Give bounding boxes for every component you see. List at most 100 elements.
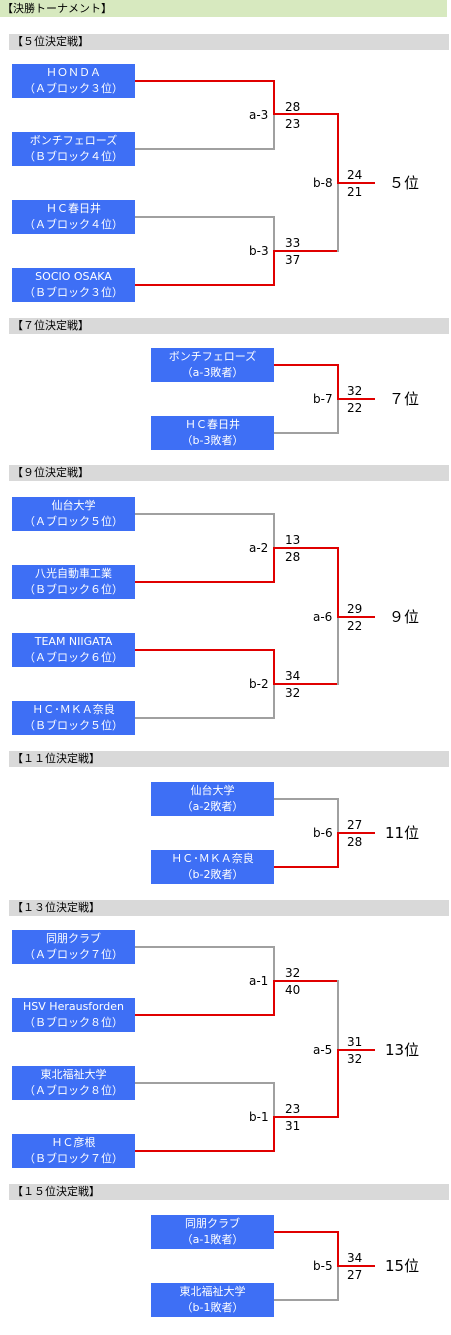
bracket-line — [273, 80, 275, 114]
final-rank: 13位 — [385, 1041, 420, 1059]
match-code: b-7 — [313, 392, 333, 406]
team-box: ＨＯＮＤＡ （Ａブロック３位） — [12, 64, 135, 98]
team-box: ボンチフェローズ （a-3敗者） — [151, 348, 274, 382]
bracket-line — [135, 717, 275, 719]
bracket-line — [273, 250, 339, 252]
page-title: 【決勝トーナメント】 — [0, 0, 447, 17]
match-score: 28 — [285, 100, 301, 114]
bracket-line — [273, 513, 275, 548]
bracket-line — [135, 581, 275, 583]
match-score: 28 — [347, 835, 363, 849]
final-rank: 11位 — [385, 824, 420, 842]
team-qualifier: （Ａブロック４位） — [24, 218, 123, 231]
team-qualifier: （a-3敗者） — [181, 366, 244, 379]
team-box: 仙台大学（Ａブロック５位） — [12, 497, 135, 531]
bracket-line — [274, 1231, 339, 1233]
match-code: a-1 — [249, 974, 269, 988]
match-code: b-8 — [313, 176, 333, 190]
final-rank: ９位 — [389, 608, 420, 626]
match-score: 29 — [347, 602, 363, 616]
match-code: a-6 — [313, 610, 333, 624]
match-score: 27 — [347, 818, 363, 832]
bracket-line — [337, 1049, 339, 1118]
team-name: ボンチフェローズ — [168, 350, 257, 363]
bracket-line — [337, 832, 339, 868]
team-box: HSV Herausforden（Ｂブロック８位） — [12, 998, 135, 1032]
bracket-line — [337, 182, 375, 184]
team-qualifier: （a-2敗者） — [181, 800, 244, 813]
team-box: 東北福祉大学 （Ａブロック８位） — [12, 1066, 135, 1100]
bracket-line — [135, 216, 275, 218]
bracket-line — [273, 684, 275, 719]
bracket-line — [273, 946, 275, 981]
bracket-line — [273, 114, 275, 150]
team-name: ＨＣ･ＭＫＡ奈良 — [32, 703, 115, 716]
bracket-line — [273, 216, 275, 251]
bracket-line — [273, 683, 339, 685]
team-box: ＨＣ･ＭＫＡ奈良 （b-2敗者） — [151, 850, 274, 884]
team-qualifier: （b-3敗者） — [181, 434, 244, 447]
match-code: a-2 — [249, 541, 269, 555]
team-qualifier: （Ａブロック３位） — [24, 82, 123, 95]
team-name: ＨＣ春日井 — [185, 418, 240, 431]
bracket-line — [337, 398, 375, 400]
bracket-line — [135, 1082, 275, 1084]
team-name: ＨＣ春日井 — [46, 202, 101, 215]
bracket-line — [337, 113, 339, 183]
team-name: 仙台大学 — [190, 784, 235, 797]
team-qualifier: （b-2敗者） — [181, 868, 244, 881]
team-name: ＨＯＮＤＡ — [46, 66, 101, 79]
bracket-line — [135, 284, 275, 286]
bracket-line — [135, 946, 275, 948]
bracket-line — [135, 1014, 275, 1016]
team-box: SOCIO OSAKA（Ｂブロック３位） — [12, 268, 135, 302]
bracket-line — [135, 80, 275, 82]
team-qualifier: （Ａブロック５位） — [24, 515, 123, 528]
team-name: ＨＣ･ＭＫＡ奈良 — [171, 852, 254, 865]
team-qualifier: （Ａブロック６位） — [24, 651, 123, 664]
team-name: SOCIO OSAKA — [35, 270, 112, 283]
match-code: b-6 — [313, 826, 333, 840]
team-box: ＨＣ春日井 （b-3敗者） — [151, 416, 274, 450]
team-box: 仙台大学 （a-2敗者） — [151, 782, 274, 816]
team-box: ＨＣ･ＭＫＡ奈良（Ｂブロック５位） — [12, 701, 135, 735]
team-name: ＨＣ彦根 — [51, 1136, 96, 1149]
match-score: 27 — [347, 1268, 363, 1282]
match-score: 40 — [285, 983, 301, 997]
team-box: ＨＣ春日井 （Ａブロック４位） — [12, 200, 135, 234]
bracket-line — [337, 1265, 375, 1267]
section-header-13th: 【１３位決定戦】 — [9, 900, 449, 916]
team-qualifier: （Ａブロック８位） — [24, 1084, 123, 1097]
match-code: b-2 — [249, 677, 269, 691]
team-box: ボンチフェローズ （Ｂブロック４位） — [12, 132, 135, 166]
match-score: 31 — [347, 1035, 363, 1049]
match-score: 22 — [347, 619, 363, 633]
team-name: 同朋クラブ — [185, 1217, 240, 1230]
team-box: 東北福祉大学（b-1敗者） — [151, 1283, 274, 1317]
bracket-line — [274, 432, 339, 434]
team-name: 東北福祉大学 — [40, 1068, 107, 1081]
match-score: 22 — [347, 401, 363, 415]
match-code: b-5 — [313, 1259, 333, 1273]
team-qualifier: （a-1敗者） — [181, 1233, 244, 1246]
team-qualifier: （Ｂブロック４位） — [24, 150, 123, 163]
match-code: a-5 — [313, 1043, 333, 1057]
team-name: ボンチフェローズ — [29, 134, 118, 147]
team-qualifier: （b-1敗者） — [181, 1301, 244, 1314]
section-header-11th: 【１１位決定戦】 — [9, 751, 449, 767]
bracket-line — [273, 980, 339, 982]
bracket-line — [273, 980, 275, 1016]
team-box: TEAM NIIGATA（Ａブロック６位） — [12, 633, 135, 667]
team-box: ＨＣ彦根（Ｂブロック７位） — [12, 1134, 135, 1168]
match-score: 21 — [347, 185, 363, 199]
bracket-line — [337, 1049, 375, 1051]
final-rank: ７位 — [389, 390, 420, 408]
section-header-5th: 【５位決定戦】 — [9, 34, 449, 50]
bracket-line — [274, 1299, 339, 1301]
match-score: 32 — [347, 384, 363, 398]
bracket-line — [274, 798, 339, 800]
match-score: 37 — [285, 253, 301, 267]
match-score: 23 — [285, 117, 301, 131]
match-code: b-1 — [249, 1110, 269, 1124]
match-score: 32 — [347, 1052, 363, 1066]
